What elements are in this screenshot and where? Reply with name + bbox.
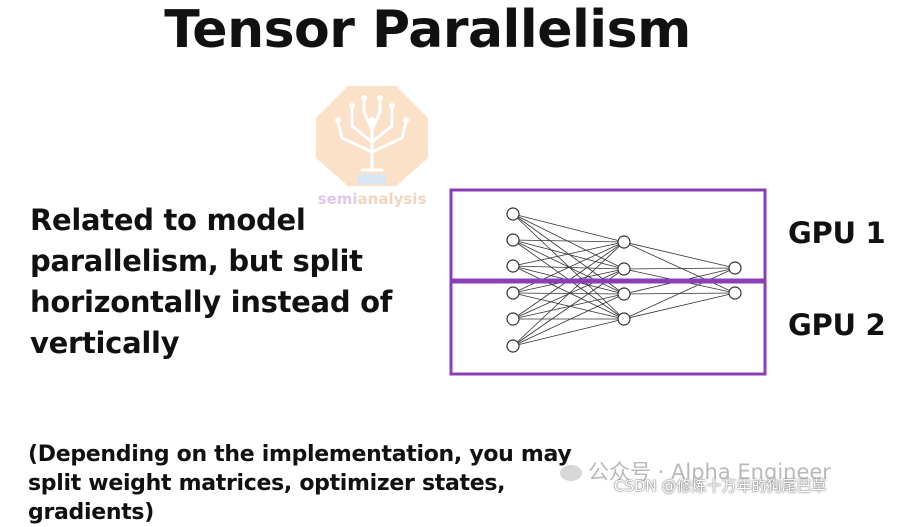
nn-node-layer2 — [617, 262, 631, 276]
page-title: Tensor Parallelism — [164, 0, 691, 60]
nn-connection — [512, 293, 625, 347]
nn-connection — [512, 239, 625, 295]
gpu2-partition-box — [449, 280, 767, 376]
nn-connection — [623, 292, 736, 320]
nn-connection — [623, 267, 736, 320]
gpu1-label: GPU 1 — [788, 216, 886, 250]
nn-node-layer1 — [506, 312, 520, 326]
wechat-watermark: 公众号 · Alpha Engineer — [560, 456, 890, 486]
nn-connection — [512, 293, 625, 320]
nn-connection — [512, 318, 625, 347]
gpu2-label: GPU 2 — [788, 308, 886, 342]
nn-connection — [512, 239, 625, 270]
nn-node-layer1 — [506, 207, 520, 221]
nn-node-layer2 — [617, 235, 631, 249]
logo-text-semi: semi — [317, 190, 358, 208]
nn-connection — [512, 265, 625, 320]
tensor-parallel-diagram — [449, 188, 767, 376]
wechat-icon — [560, 465, 582, 481]
watermark-text: 公众号 · Alpha Engineer — [588, 460, 831, 484]
logo-emblem-icon — [316, 86, 428, 186]
nn-connection — [512, 213, 625, 320]
nn-node-layer1 — [506, 259, 520, 273]
nn-node-layer1 — [506, 286, 520, 300]
nn-node-layer3 — [728, 286, 742, 300]
semianalysis-logo: semianalysis — [312, 82, 432, 212]
nn-node-layer2 — [617, 287, 631, 301]
logo-text: semianalysis — [312, 190, 432, 208]
nn-connection — [512, 292, 625, 320]
description-text: Related to model parallelism, but split … — [30, 203, 393, 360]
csdn-watermark: CSDN @修炼十万年的狗尾巴草 — [614, 477, 827, 495]
nn-node-layer1 — [506, 339, 520, 353]
nn-connection — [512, 213, 625, 243]
logo-text-analysis: analysis — [357, 190, 427, 208]
nn-connection — [623, 241, 736, 294]
nn-connection — [623, 267, 736, 270]
nn-connection — [512, 241, 625, 294]
nn-node-layer3 — [728, 261, 742, 275]
nn-connection — [512, 241, 625, 267]
nn-node-layer2 — [617, 312, 631, 326]
gpu1-partition-box — [449, 188, 767, 282]
nn-connection — [512, 239, 625, 243]
nn-node-layer1 — [506, 233, 520, 247]
nn-connection — [512, 241, 625, 347]
nn-connection — [623, 241, 736, 269]
footnote-text: (Depending on the implementation, you ma… — [28, 442, 572, 525]
